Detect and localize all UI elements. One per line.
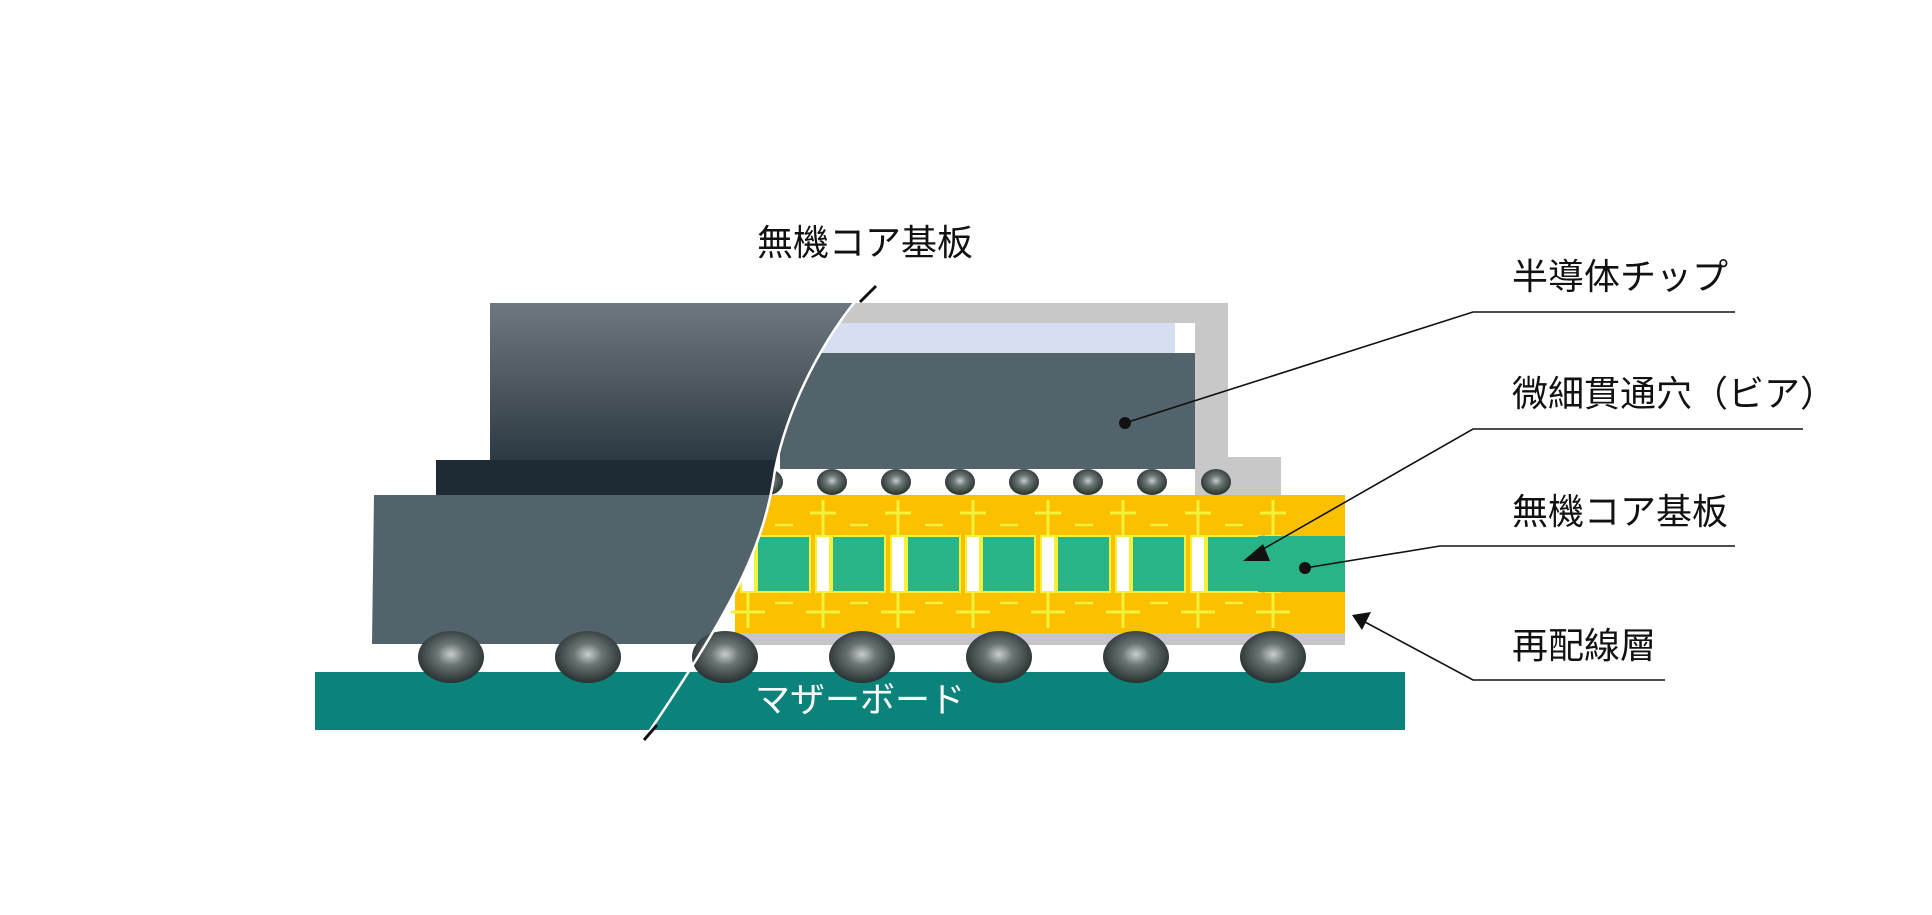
core-cell <box>1206 535 1261 593</box>
leader-chip <box>1119 311 1735 429</box>
leader-core-dot <box>1299 562 1311 574</box>
board-bump <box>555 631 621 683</box>
callout-via: 微細貫通穴（ビア） <box>1512 374 1837 415</box>
leader-core <box>1299 545 1735 574</box>
core-cell <box>981 535 1036 593</box>
board-bump <box>1103 631 1169 683</box>
leader-rdl <box>1352 612 1665 681</box>
core-cell <box>906 535 961 593</box>
exterior-view <box>372 303 870 683</box>
lid-side <box>1195 303 1228 460</box>
chip-bump <box>1201 469 1231 495</box>
callout-inorganic-core: 無機コア基板 <box>1512 492 1729 533</box>
cutaway-line-tick-bottom <box>642 724 659 741</box>
chip-bump <box>1137 469 1167 495</box>
wiring-traces <box>731 500 1290 628</box>
via-hole <box>890 535 906 593</box>
leader-via-arrow <box>1243 544 1270 561</box>
callout-redistribution-layer: 再配線層 <box>1512 626 1657 667</box>
core-cell <box>756 535 811 593</box>
cutaway-line <box>638 284 871 746</box>
leader-chip-dot <box>1119 417 1131 429</box>
chip-bump <box>881 469 911 495</box>
core-cell <box>831 535 886 593</box>
board-bump <box>829 631 895 683</box>
substrate-body <box>372 495 870 644</box>
chip-bump <box>1073 469 1103 495</box>
via-hole <box>815 535 831 593</box>
chip-bumps <box>753 469 1231 495</box>
via-hole <box>1115 535 1131 593</box>
via-hole <box>1190 535 1206 593</box>
board-bump <box>692 631 758 683</box>
lid-top <box>780 303 1228 323</box>
lid-gap <box>780 323 1175 353</box>
board-bump <box>966 631 1032 683</box>
core-cell <box>1056 535 1111 593</box>
top-label-inorganic-core: 無機コア基板 <box>757 223 974 264</box>
via-hole <box>1040 535 1056 593</box>
semiconductor-chip <box>780 353 1195 469</box>
callout-semiconductor-chip: 半導体チップ <box>1512 257 1729 298</box>
motherboard-label: マザーボード <box>755 681 966 721</box>
board-bump <box>418 631 484 683</box>
chip-bump <box>1009 469 1039 495</box>
board-bumps <box>692 631 1306 683</box>
inorganic-core-cells <box>740 535 1281 593</box>
board-bump <box>1240 631 1306 683</box>
core-cell <box>1131 535 1186 593</box>
via-hole <box>965 535 981 593</box>
chip-bump <box>817 469 847 495</box>
leader-rdl-arrow <box>1352 612 1371 630</box>
cutaway-line-tick-top <box>858 284 878 304</box>
leader-via <box>1243 428 1803 561</box>
chip-bump <box>945 469 975 495</box>
